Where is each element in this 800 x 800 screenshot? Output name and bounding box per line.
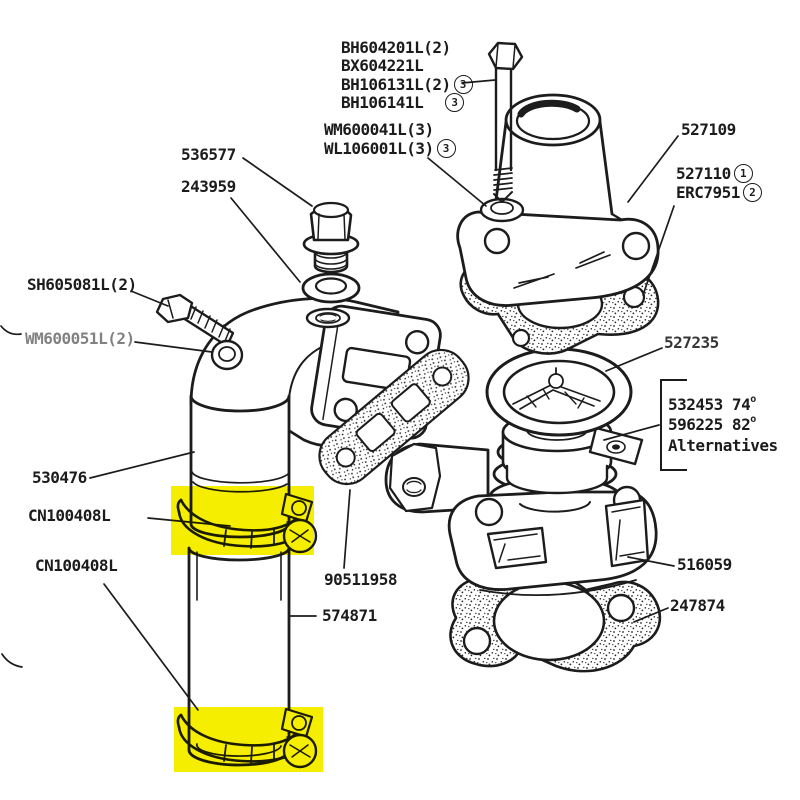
- part-label-90511958: 90511958: [324, 570, 398, 589]
- leader-lines: [0, 79, 679, 711]
- part-label-574871: 574871: [322, 606, 377, 625]
- option-badge-2: 2: [742, 183, 762, 202]
- part-label-536577: 536577: [181, 145, 236, 164]
- degree-mark: o: [750, 394, 756, 405]
- plug-bolt-536577: [302, 201, 360, 274]
- elbow-gasket-90511958: [318, 348, 470, 486]
- long-bolt: [487, 41, 524, 203]
- part-label-wm600051l: WM600051L(2): [25, 329, 135, 348]
- degree-mark: o: [750, 414, 756, 425]
- plug-washer-243959: [301, 272, 361, 304]
- thermostat-ring-527235: [485, 347, 633, 437]
- outlet-washer: [479, 197, 525, 223]
- part-label-243959: 243959: [181, 177, 236, 196]
- part-label-516059: 516059: [677, 555, 732, 574]
- part-label-247874: 247874: [670, 596, 725, 615]
- qty-badge-3: 3: [453, 75, 473, 94]
- part-label-bh106131l: BH106131L(2)3: [341, 75, 473, 94]
- highlight-upper-clamp: [171, 486, 314, 555]
- part-label-527109: 527109: [681, 120, 736, 139]
- part-label-527235: 527235: [664, 333, 719, 352]
- part-label-cn100408l-lower: CN100408L: [35, 556, 118, 575]
- part-label-sh605081l: SH605081L(2): [27, 275, 137, 294]
- part-label-bh604201l: BH604201L(2): [341, 38, 451, 57]
- part-label-530476: 530476: [32, 468, 87, 487]
- side-washer-wm600051l: [210, 339, 244, 371]
- part-label-wl106001l: WL106001L(3)3: [324, 139, 456, 158]
- side-bolt-sh605081l: [155, 293, 235, 348]
- alternatives-note: Alternatives: [668, 436, 778, 455]
- part-label-cn100408l-upper: CN100408L: [28, 506, 111, 525]
- elbow-boss: [305, 307, 351, 329]
- qty-badge-3: 3: [436, 139, 456, 158]
- part-label-bx604221l: BX604221L: [341, 56, 424, 75]
- water-outlet-527109: [456, 93, 660, 307]
- option-badge-1: 1: [733, 164, 753, 183]
- highlight-lower-clamp: [174, 707, 323, 772]
- alternatives-bracket: [660, 379, 687, 471]
- qty-badge-3: 3: [445, 93, 465, 112]
- part-label-wm600041l: WM600041L(3): [324, 120, 434, 139]
